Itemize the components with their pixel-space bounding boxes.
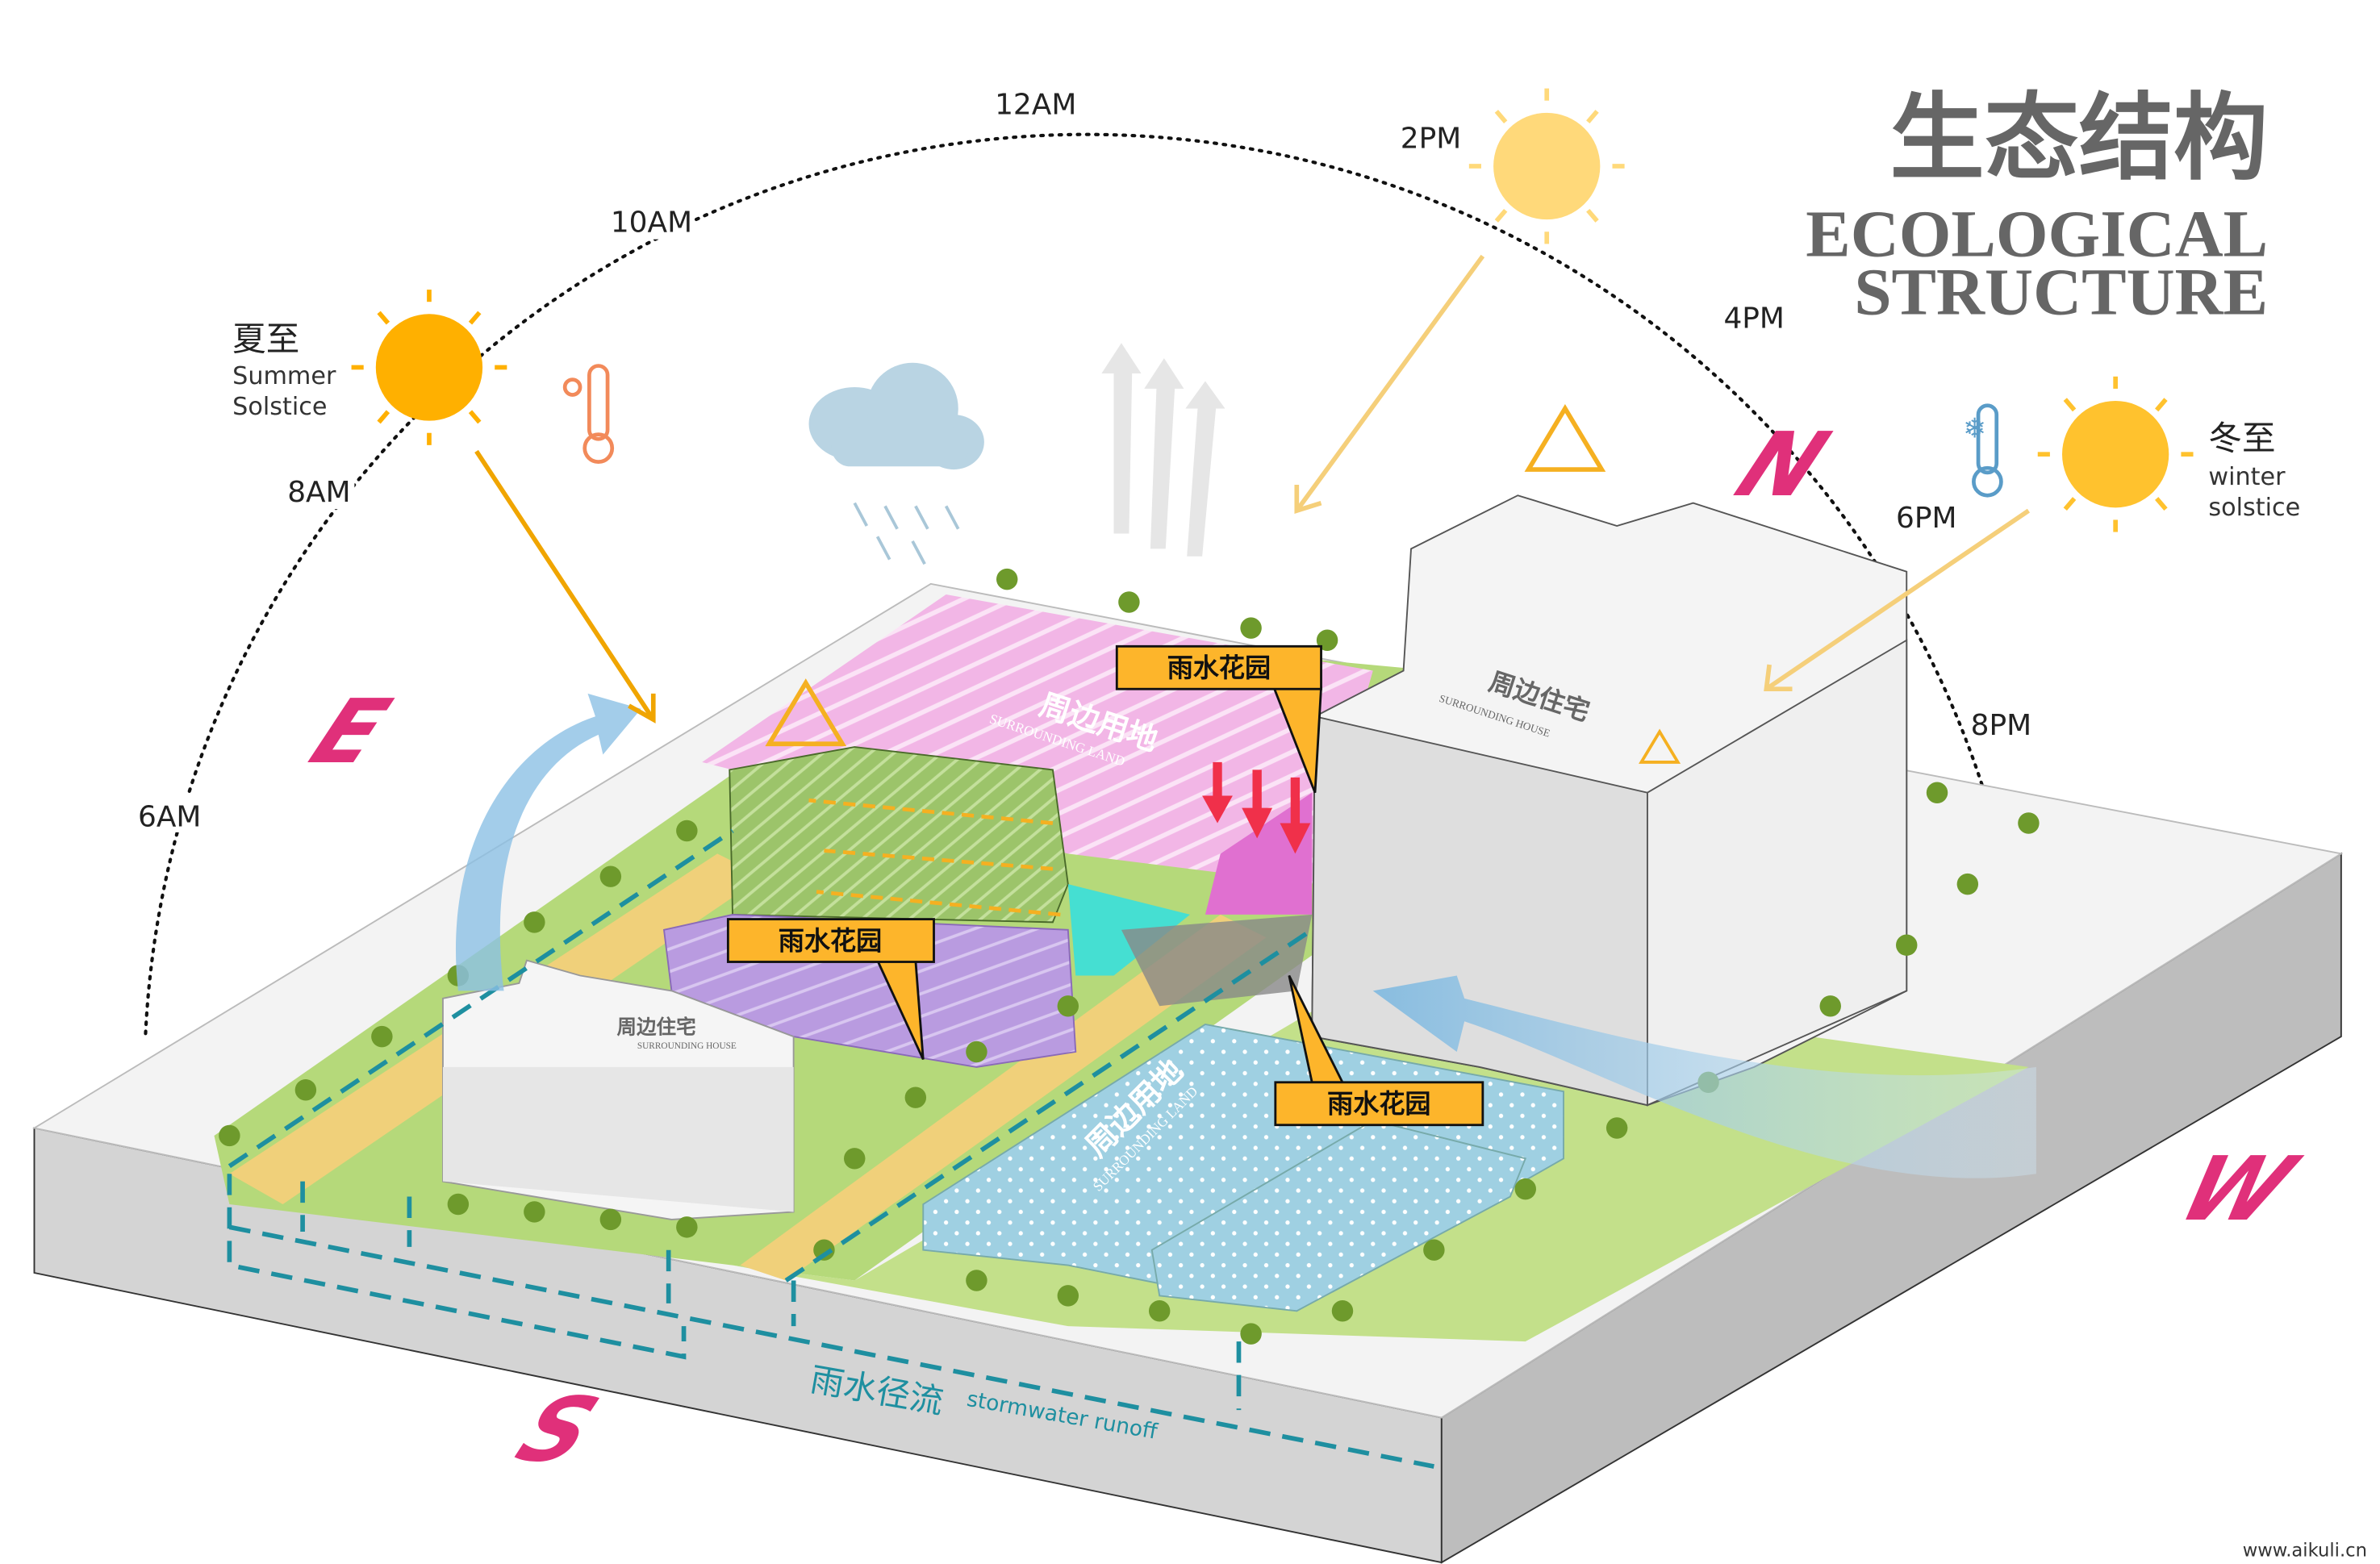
winter-solstice-en: solstice bbox=[2208, 494, 2300, 522]
summer-solstice-cn: 夏至 bbox=[232, 319, 299, 359]
winter-solstice-en: winter bbox=[2208, 463, 2286, 491]
wind-arrow-right bbox=[1372, 975, 2036, 1178]
time-label: 12AM bbox=[995, 89, 1076, 122]
cooling-flow-arrows bbox=[808, 798, 1061, 917]
time-label: 10AM bbox=[611, 206, 692, 239]
time-label: 2PM bbox=[1401, 122, 1461, 155]
sun-ray-arrows bbox=[474, 254, 2031, 724]
watermark: www.aikuli.cn bbox=[2243, 1541, 2367, 1562]
callout-label: 雨水花园 bbox=[1327, 1089, 1430, 1120]
compass-east: E bbox=[295, 681, 403, 783]
callout-rain-garden-1: 雨水花园 bbox=[1115, 644, 1323, 794]
compass-south: S bbox=[502, 1379, 613, 1482]
noon-sun-icon bbox=[1468, 88, 1625, 244]
title-en-line2: STRUCTURE bbox=[1854, 254, 2268, 328]
callout-rain-garden-3: 雨水花园 bbox=[1274, 974, 1484, 1127]
zone-label-en: SURROUNDING HOUSE bbox=[637, 1041, 737, 1051]
rain-cloud-icon bbox=[808, 362, 984, 565]
compass-north: N bbox=[1722, 415, 1843, 517]
winter-sun-icon bbox=[2037, 376, 2194, 532]
winter-solstice-cn: 冬至 bbox=[2208, 419, 2275, 458]
time-label: 8PM bbox=[1971, 709, 2031, 742]
hot-thermometer-icon bbox=[562, 364, 615, 464]
sun-path-time-labels: 6AM 8AM 10AM 12AM 2PM 4PM 6PM 8PM bbox=[135, 85, 2041, 833]
surrounding-house-right: 周边住宅 SURROUNDING HOUSE bbox=[1311, 494, 1908, 1107]
green-roof-building bbox=[729, 746, 1069, 924]
wind-arrow-left bbox=[455, 693, 641, 991]
cold-thermometer-icon: ❄ bbox=[1963, 403, 2003, 498]
svg-text:❄: ❄ bbox=[1963, 412, 1986, 444]
callout-label: 雨水花园 bbox=[1167, 653, 1271, 683]
callout-label: 雨水花园 bbox=[779, 925, 882, 956]
time-label: 6AM bbox=[138, 800, 201, 833]
title-en-line1: ECOLOGICAL bbox=[1806, 196, 2268, 270]
callout-rain-garden-2: 雨水花园 bbox=[726, 918, 935, 1061]
compass-west: W bbox=[2164, 1138, 2313, 1241]
time-label: 4PM bbox=[1723, 302, 1784, 335]
time-label: 6PM bbox=[1896, 502, 1956, 535]
summer-solstice-en: Solstice bbox=[232, 393, 327, 421]
summer-solstice-en: Summer bbox=[232, 362, 336, 390]
heat-rising-arrows bbox=[1101, 343, 1225, 557]
rain-down-arrows bbox=[1202, 761, 1311, 854]
stormwater-runoff-lines bbox=[227, 828, 1434, 1469]
warning-electric-icon bbox=[765, 403, 1681, 764]
summer-sun-icon bbox=[351, 290, 507, 445]
time-label: 8AM bbox=[287, 476, 350, 509]
zone-label-cn: 周边住宅 bbox=[616, 1015, 695, 1038]
title-cn: 生态结构 bbox=[1889, 83, 2268, 194]
